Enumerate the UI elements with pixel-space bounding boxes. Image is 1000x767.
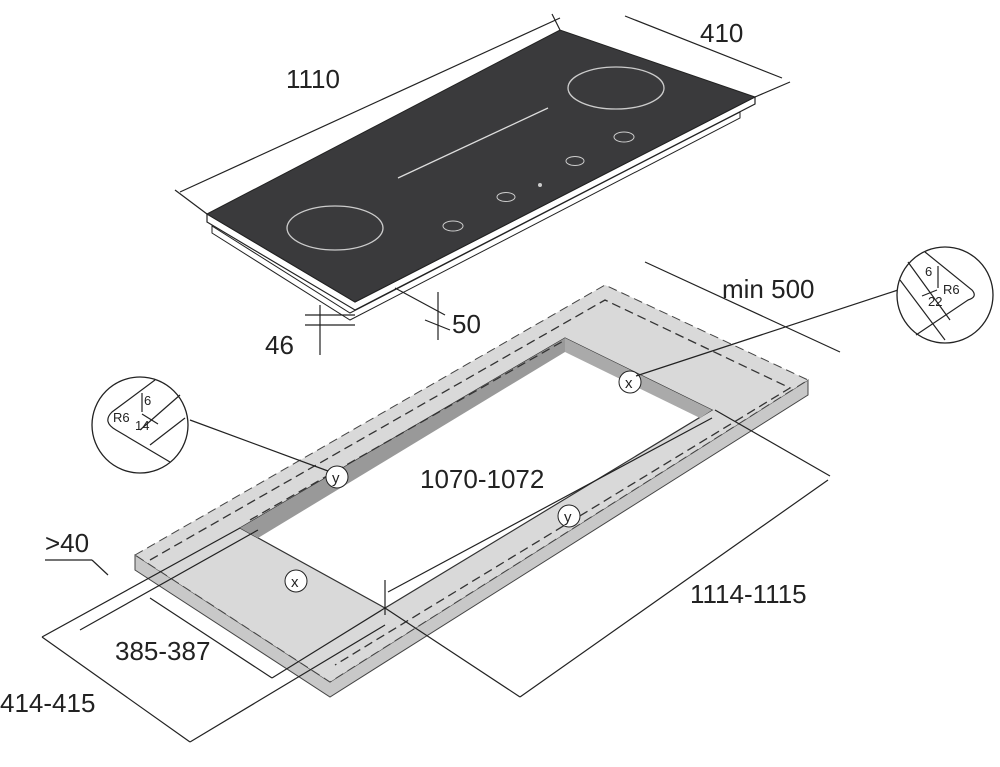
- marker-x: x: [291, 574, 299, 591]
- dim-min-back: min 500: [722, 274, 815, 304]
- markers: x x y y: [284, 370, 642, 593]
- control-icon: [565, 156, 585, 166]
- zone-front-left: [286, 205, 384, 251]
- dim-length-outer: 1114-1115: [690, 579, 807, 609]
- cooktop-dimensions: 1110 410 46 50: [174, 13, 791, 360]
- detail-x-6: 6: [925, 264, 932, 279]
- dim-depth-inner: 385-387: [115, 636, 210, 666]
- detail-x-22: 22: [928, 294, 942, 309]
- control-icon: [538, 183, 542, 187]
- control-icon: [613, 131, 635, 143]
- zone-back-right: [567, 66, 665, 110]
- detail-x-callout: 6 R6 22: [635, 246, 994, 377]
- dim-length-inner: 1070-1072: [420, 464, 544, 494]
- dim-min-front: >40: [45, 528, 89, 558]
- marker-y: y: [564, 509, 572, 526]
- detail-x-r6: R6: [943, 282, 960, 297]
- dim-height-body: 50: [452, 309, 481, 339]
- detail-y-r6: R6: [113, 410, 130, 425]
- cutout-dimensions: min 500 1070-1072 1114-1115 >40 385-387 …: [0, 261, 841, 743]
- dim-length: 1110: [286, 64, 340, 94]
- detail-y-callout: 6 R6 14: [91, 376, 329, 474]
- slider-control: [397, 107, 549, 179]
- marker-x: x: [625, 375, 633, 392]
- detail-y-6: 6: [144, 393, 151, 408]
- cooktop: [205, 29, 757, 321]
- dim-depth: 410: [700, 18, 743, 48]
- dim-height-front: 46: [265, 330, 294, 360]
- control-icon: [442, 220, 464, 232]
- marker-y: y: [332, 470, 340, 487]
- dim-depth-outer: 414-415: [0, 688, 95, 718]
- control-icon: [496, 192, 516, 202]
- detail-y-14: 14: [135, 418, 149, 433]
